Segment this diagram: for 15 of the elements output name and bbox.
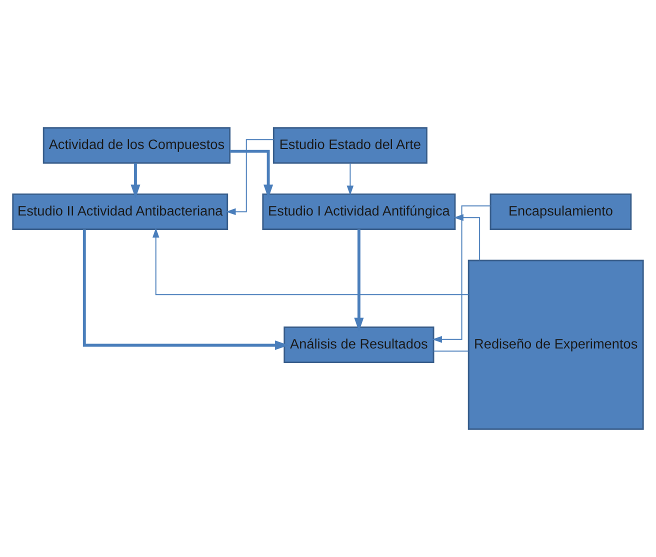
node-box: Estudio I Actividad Antifúngica: [262, 193, 456, 230]
arrow: [346, 162, 354, 196]
connector: [433, 350, 469, 352]
node-box: Análisis de Resultados: [284, 326, 434, 364]
arrow: [130, 163, 140, 198]
node-box: Estudio II Actividad Antibacteriana: [12, 193, 228, 230]
arrow: [432, 205, 491, 343]
arrow: [226, 139, 274, 216]
node-box: Rediseño de Experimentos: [468, 260, 644, 430]
node-box: Actividad de los Compuestos: [42, 127, 231, 164]
node-box: Estudio Estado del Arte: [272, 127, 428, 164]
arrow: [354, 229, 364, 332]
arrow: [152, 228, 470, 296]
arrow: [454, 214, 480, 261]
node-box: Encapsulamiento: [490, 193, 632, 230]
